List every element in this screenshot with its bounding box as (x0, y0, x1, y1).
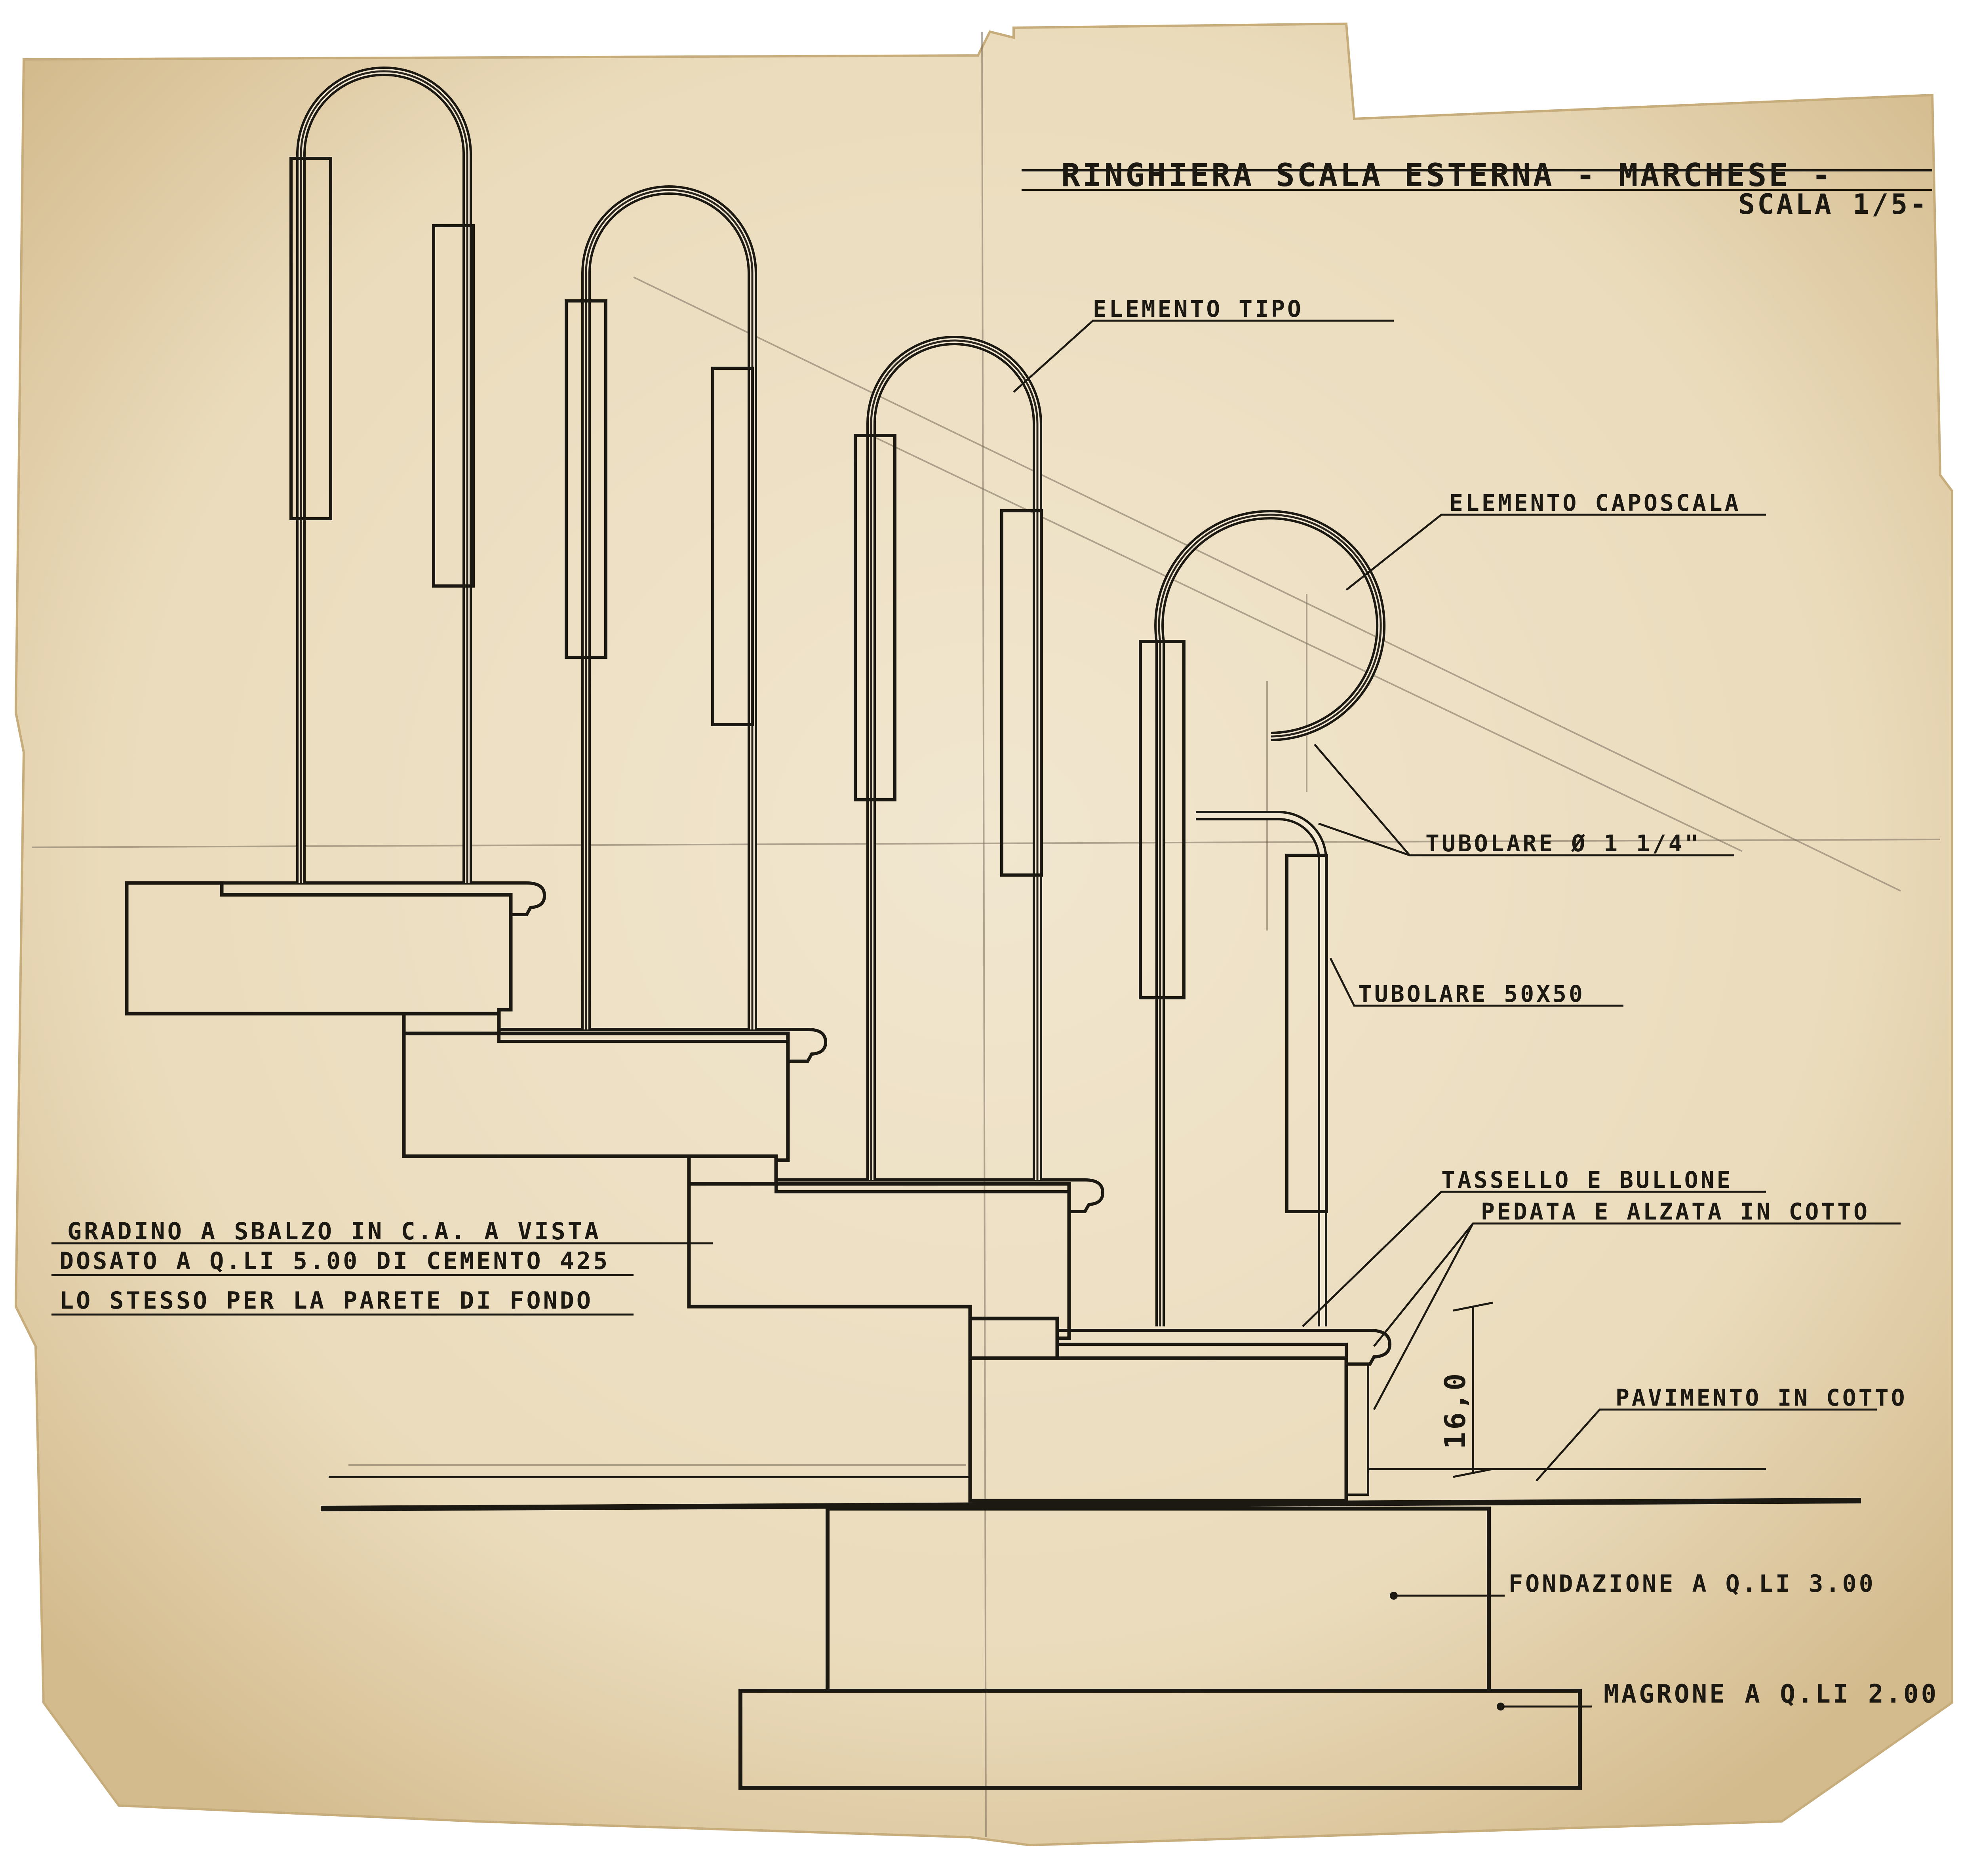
railing-element-2 (565, 185, 757, 1029)
label-fondazione: FONDAZIONE A Q.LI 3.00 (1509, 1570, 1876, 1598)
label-elemento-tipo: ELEMENTO TIPO (1093, 295, 1303, 322)
railing-element-1 (289, 67, 475, 883)
railing-caposcala (1139, 510, 1386, 1326)
label-pavimento: PAVIMENTO IN COTTO (1616, 1384, 1907, 1411)
label-tubolare-square: TUBOLARE 50X50 (1358, 980, 1585, 1007)
label-magrone: MAGRONE A Q.LI 2.00 (1604, 1680, 1939, 1709)
label-elemento-caposcala: ELEMENTO CAPOSCALA (1449, 489, 1741, 516)
drawing-title: RINGHIERA SCALA ESTERNA - MARCHESE - (1061, 157, 1833, 194)
label-gradino-3: LO STESSO PER LA PARETE DI FONDO (59, 1287, 593, 1315)
label-tubolare-round: TUBOLARE Ø 1 1/4" (1425, 830, 1701, 857)
lean-concrete (738, 1689, 1582, 1790)
fold-line-horizontal (31, 839, 1941, 848)
label-pedata: PEDATA E ALZATA IN COTTO (1481, 1198, 1870, 1225)
label-tassello: TASSELLO E BULLONE (1441, 1166, 1733, 1193)
label-gradino-1: GRADINO A SBALZO IN C.A. A VISTA (67, 1218, 601, 1245)
annotations: ELEMENTO TIPO ELEMENTO CAPOSCALA TUBOLAR… (51, 295, 1939, 1710)
drawing-scale: SCALA 1/5- (1738, 188, 1929, 221)
fold-line-vertical (981, 31, 987, 1838)
construction-lines (348, 276, 1901, 1466)
ground-line (320, 1468, 1861, 1511)
treads (220, 881, 1392, 1496)
dimension-16: 16,0 (1439, 1371, 1472, 1449)
title-block: RINGHIERA SCALA ESTERNA - MARCHESE - SCA… (1022, 157, 1932, 221)
railing-element-3 (854, 336, 1043, 1180)
label-gradino-2: DOSATO A Q.LI 5.00 DI CEMENTO 425 (59, 1247, 610, 1275)
